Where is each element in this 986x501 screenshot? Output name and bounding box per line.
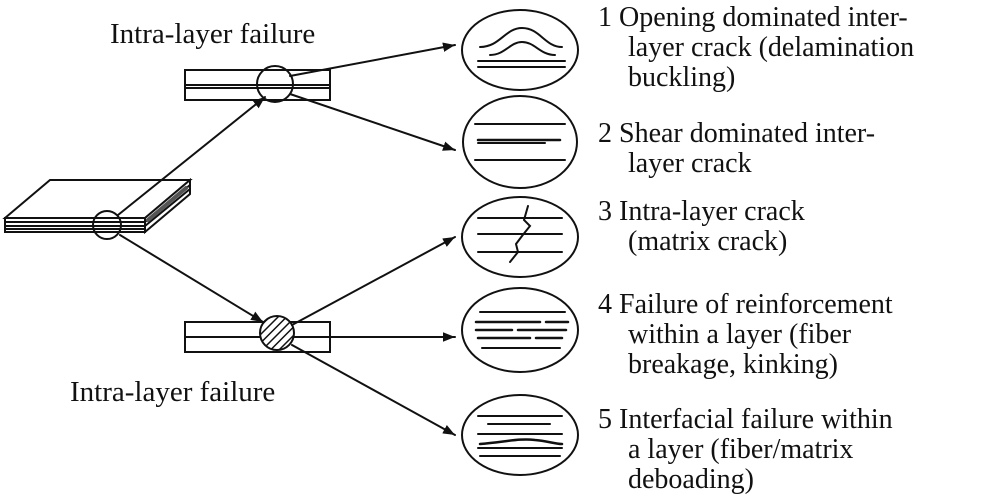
mode-2-description: 2 Shear dominated inter- layer crack	[598, 119, 875, 179]
top-sample-plate	[184, 65, 331, 103]
top-failure-label: Intra-layer failure	[110, 18, 316, 50]
laminate-detail-circle	[92, 210, 122, 240]
mode-3-description: 3 Intra-layer crack (matrix crack)	[598, 197, 805, 257]
mode-1-line-2: layer crack (delamination	[628, 32, 915, 63]
arrow-to-mode-3	[291, 236, 456, 326]
bottom-detail-circle	[259, 315, 295, 351]
arrow-to-top-sample	[117, 96, 266, 216]
mode-5-line-3: deboading)	[628, 464, 754, 495]
mode-4-line-1: 4 Failure of reinforcement	[598, 289, 893, 320]
arrow-to-mode-1	[289, 42, 456, 77]
mode-1-line-1: 1 Opening dominated inter-	[598, 2, 908, 33]
mode-2-line-1: 2 Shear dominated inter-	[598, 118, 876, 149]
arrow-to-mode-5	[291, 344, 456, 436]
mode-2-detail	[462, 95, 578, 189]
mode-5-line-2: a layer (fiber/matrix	[628, 434, 854, 465]
bottom-failure-label: Intra-layer failure	[70, 376, 276, 408]
laminate-stack	[2, 177, 193, 240]
mode-4-line-2: within a layer (fiber	[628, 319, 852, 350]
mode-3-detail	[461, 196, 579, 278]
arrow-to-mode-2	[289, 93, 456, 151]
arrow-to-bottom-sample	[119, 234, 264, 323]
mode-1-description: 1 Opening dominated inter- layer crack (…	[598, 3, 914, 93]
mode-4-detail	[461, 287, 579, 373]
top-detail-circle	[256, 65, 294, 103]
mode-4-description: 4 Failure of reinforcement within a laye…	[598, 290, 893, 380]
mode-4-line-3: breakage, kinking)	[628, 349, 838, 380]
mode-2-line-2: layer crack	[628, 148, 752, 179]
mode-5-line-1: 5 Interfacial failure within	[598, 404, 893, 435]
mode-5-description: 5 Interfacial failure within a layer (fi…	[598, 405, 893, 495]
mode-1-detail	[461, 9, 579, 91]
mode-1-line-3: buckling)	[628, 62, 736, 93]
bottom-sample-plate	[184, 315, 331, 353]
mode-3-line-1: 3 Intra-layer crack	[598, 196, 805, 227]
mode-3-line-2: (matrix crack)	[628, 226, 788, 257]
mode-5-detail	[461, 394, 579, 476]
